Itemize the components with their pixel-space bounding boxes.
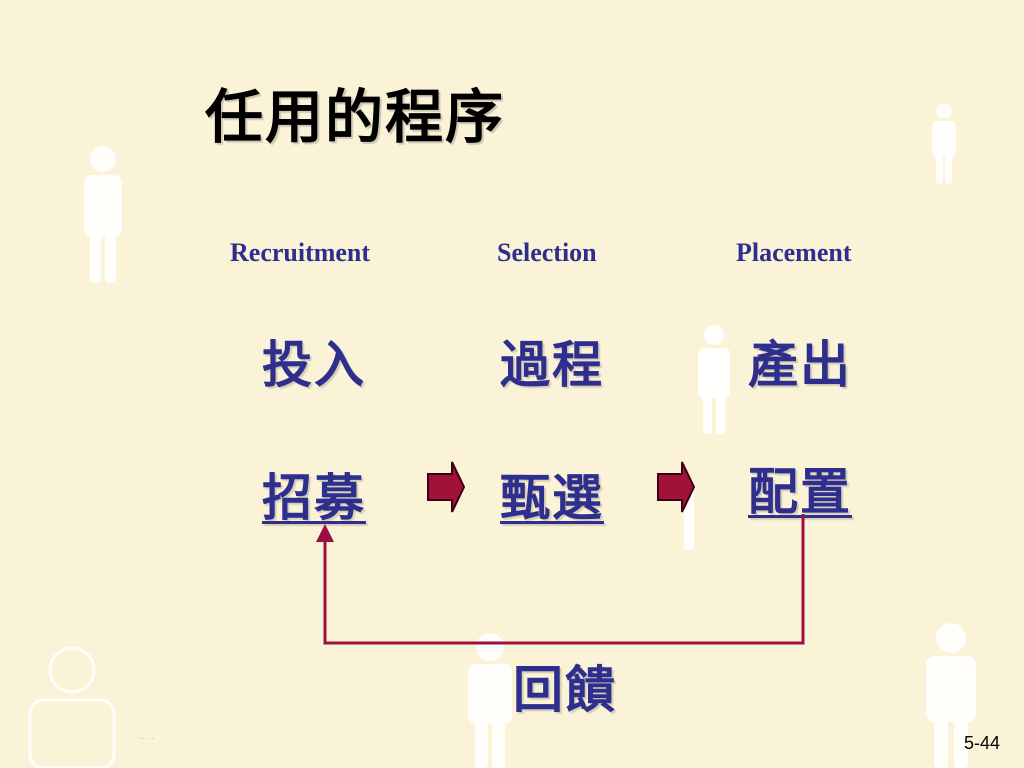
footer-dots: ·· ··	[138, 733, 155, 744]
role-input: 投入	[262, 335, 366, 394]
role-output: 產出	[748, 335, 852, 394]
feedback-label: 回饋	[513, 660, 617, 719]
role-process: 過程	[500, 335, 604, 394]
person-silhouette-icon	[78, 145, 128, 285]
stage-label-recruitment: Recruitment	[230, 238, 371, 267]
person-silhouette-icon	[462, 632, 518, 768]
person-outline-icon	[20, 640, 124, 768]
step-placement-link[interactable]: 配置	[748, 462, 852, 521]
person-silhouette-icon	[928, 102, 960, 184]
stage-label-selection: Selection	[497, 238, 597, 267]
person-silhouette-icon	[678, 490, 700, 550]
step-recruitment-link[interactable]: 招募	[262, 468, 366, 527]
person-silhouette-icon	[694, 324, 734, 434]
flow-arrow-right-icon	[656, 460, 696, 518]
page-number: 5-44	[963, 733, 1000, 753]
flow-arrow-right-icon	[426, 460, 466, 518]
step-selection-link[interactable]: 甄選	[500, 468, 604, 527]
person-silhouette-icon	[920, 622, 982, 768]
stage-label-placement: Placement	[736, 238, 852, 267]
slide-title: 任用的程序	[205, 83, 506, 151]
